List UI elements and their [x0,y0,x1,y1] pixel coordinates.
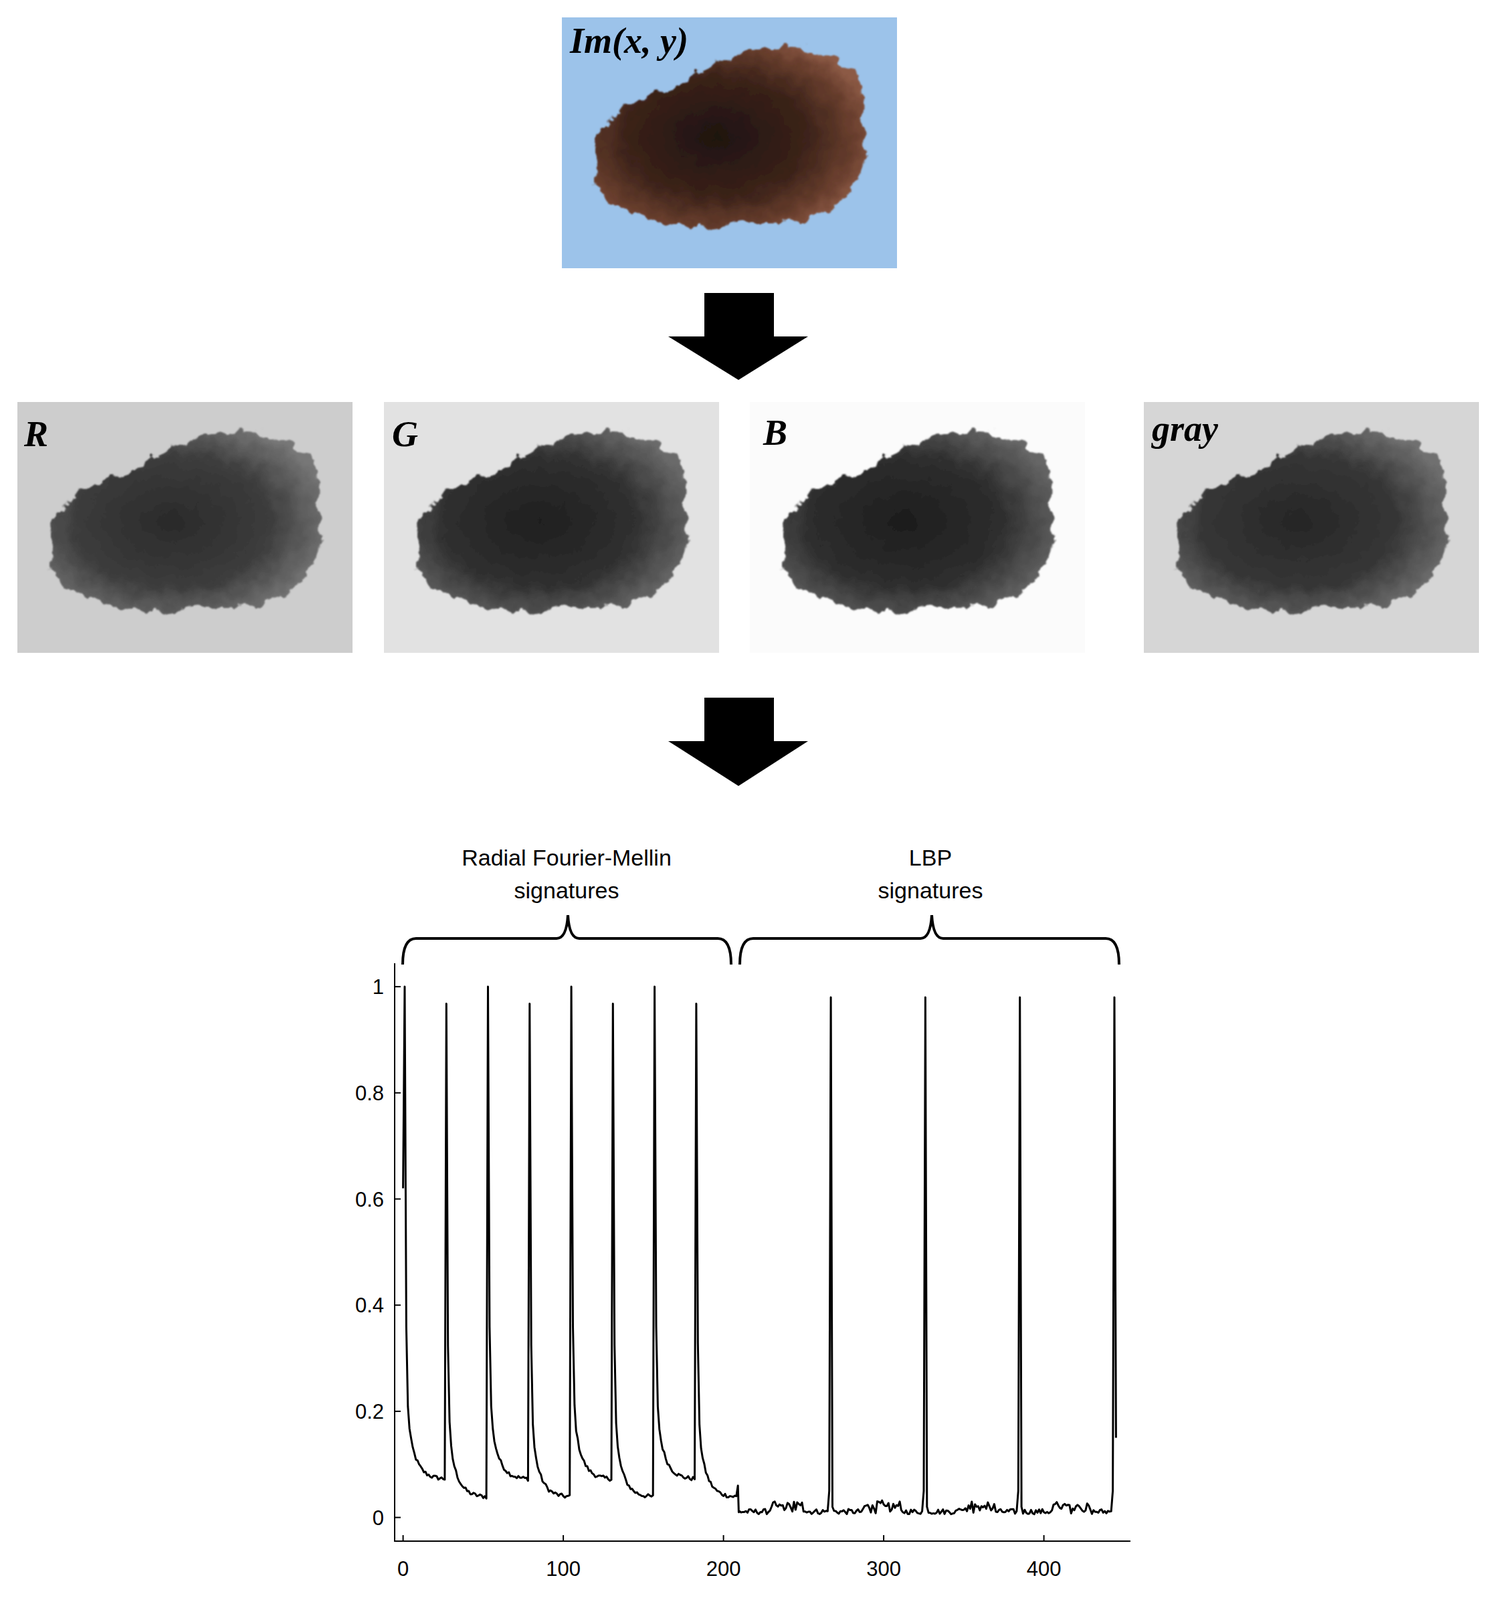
x-tick [882,1535,885,1542]
brace [402,915,732,965]
image-label: G [391,416,419,453]
brace-label: LBP signatures [856,841,1005,908]
axis-tick-label: 300 [866,1558,902,1580]
block-arrow [668,292,809,380]
image-label: B [763,414,788,451]
x-axis [393,1540,1131,1542]
axis-tick-label: 0.2 [355,1400,384,1422]
image-label: Im(x, y) [569,22,689,59]
y-tick [394,1092,401,1094]
axis-tick-label: 0.4 [355,1294,384,1316]
axis-tick-label: 0 [372,1507,384,1528]
y-tick [394,1410,401,1413]
x-tick [562,1535,564,1542]
x-tick [402,1535,405,1542]
image-label: R [24,416,49,453]
axis-tick-label: 0.6 [355,1188,384,1210]
blue-channel-image [749,402,1085,653]
axis-tick-label: 100 [545,1558,581,1580]
axis-tick-label: 0 [397,1558,409,1580]
block-arrow [668,697,809,786]
y-tick [394,1304,401,1306]
axis-tick-label: 400 [1026,1558,1062,1580]
axis-tick-label: 1 [372,976,384,998]
red-channel-image [17,402,353,653]
axis-tick-label: 200 [706,1558,742,1580]
brace [739,915,1120,965]
y-tick [394,1517,401,1519]
y-axis [393,963,396,1542]
x-tick [1043,1535,1045,1542]
y-tick [394,1198,401,1201]
x-tick [723,1535,725,1542]
image-label: gray [1151,410,1219,447]
y-tick [394,985,401,988]
signature-curve [403,986,1117,1515]
brace-label: Radial Fourier-Mellin signatures [426,841,708,908]
axis-tick-label: 0.8 [355,1082,384,1104]
green-channel-image [383,402,720,653]
